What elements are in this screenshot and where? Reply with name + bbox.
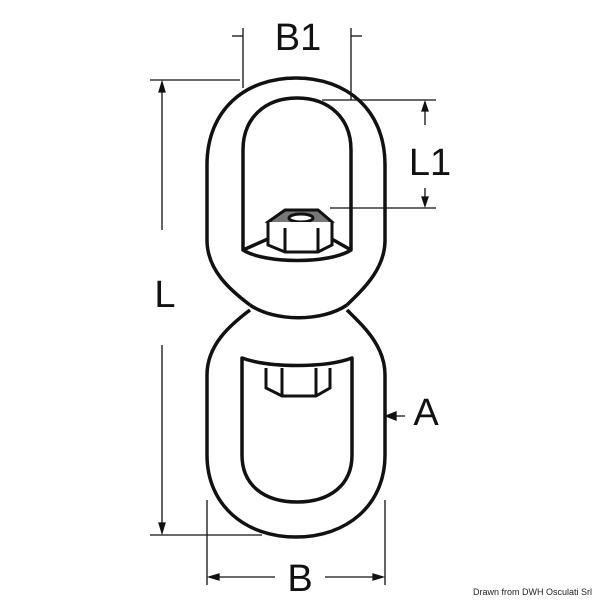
lower-eye-outline: [205, 308, 387, 539]
lower-nut: [264, 368, 332, 398]
label-b: B: [287, 558, 312, 600]
upper-eye-opening: [241, 96, 353, 263]
waist-curve: [249, 303, 348, 320]
label-a: A: [413, 392, 439, 434]
upper-eye-outline: [205, 76, 387, 307]
label-l: L: [154, 274, 175, 316]
label-b1: B1: [275, 17, 321, 59]
credit-text: Drawn from DWH Osculati Srl: [472, 587, 592, 597]
upper-nut: [264, 208, 335, 254]
lower-eye-opening: [240, 356, 354, 504]
label-l1: L1: [409, 142, 451, 184]
